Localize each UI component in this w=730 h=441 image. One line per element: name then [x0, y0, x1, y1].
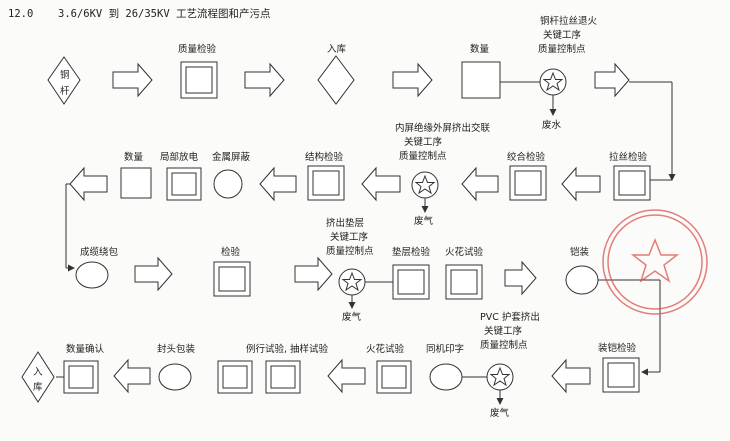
stranding-check-inner — [514, 170, 542, 196]
filler-label-2: 关键工序 — [330, 231, 369, 243]
section-number: 12.0 — [8, 8, 33, 20]
seal-pack-label: 封头包装 — [157, 343, 196, 355]
drawing-check-label: 拉丝检验 — [609, 151, 648, 163]
flow-arrow — [361, 166, 401, 202]
flow-arrow — [134, 256, 173, 292]
storage-end-label-1: 入 — [33, 367, 43, 378]
star-icon — [542, 71, 564, 92]
quality-check-inner — [185, 66, 213, 94]
flow-arrow — [113, 358, 151, 394]
copper-label-1: 铜 — [60, 69, 70, 81]
inspection-inner — [218, 266, 246, 292]
metal-shield-label: 金属屏蔽 — [212, 151, 251, 163]
annealing-label-3: 质量控制点 — [538, 43, 586, 55]
spark-test-label-1: 火花试验 — [445, 246, 484, 258]
flow-arrow — [327, 358, 366, 394]
filler-check-label: 垫层检验 — [392, 246, 431, 258]
filler-label-3: 质量控制点 — [326, 245, 374, 257]
armor-label: 铠装 — [570, 246, 590, 258]
flow-arrow — [112, 62, 153, 98]
stranding-check-box — [509, 165, 547, 201]
qty-confirm-inner — [68, 365, 94, 389]
annealing-label-1: 铜杆拉丝退火 — [540, 15, 598, 27]
storage-in-diamond — [317, 55, 355, 105]
company-seal-stamp — [602, 209, 708, 315]
storage-end-label-2: 库 — [33, 381, 43, 393]
extrusion-label-1: 内屏绝缘外屏挤出交联 — [395, 122, 491, 134]
partial-discharge-inner — [171, 172, 197, 196]
filler-label-1: 挤出垫层 — [326, 217, 364, 229]
armor-circle — [565, 265, 599, 295]
routine-test-label: 例行试验, 抽样试验 — [246, 343, 329, 355]
drawing-check-inner — [618, 170, 646, 196]
storage-end-diamond — [21, 351, 55, 403]
pvc-label-3: 质量控制点 — [480, 339, 528, 351]
copper-label-2: 杆 — [60, 85, 70, 97]
inspection-box — [213, 261, 251, 297]
routine-test-inner — [270, 365, 296, 389]
quantity-label: 数量 — [470, 43, 490, 55]
sampling-test-inner — [222, 365, 248, 389]
copper-rod-start — [47, 56, 81, 105]
diagram-title: 3.6/6KV 到 26/35KV 工艺流程图和产污点 — [58, 7, 270, 20]
flow-arrow — [244, 62, 285, 98]
extrusion-label-2: 关键工序 — [404, 136, 443, 148]
spark-test-inner-1 — [450, 269, 478, 295]
armor-check-inner — [607, 362, 635, 388]
flow-arrow — [259, 166, 297, 202]
quantity-box — [461, 61, 501, 99]
armor-check-label: 装铠检验 — [598, 342, 637, 354]
flow-arrow — [392, 62, 433, 98]
quantity-label-2: 数量 — [124, 151, 144, 163]
star-icon — [414, 174, 436, 195]
printing-circle — [429, 363, 463, 391]
waste-water-label: 废水 — [542, 119, 562, 131]
pvc-label-2: 关键工序 — [484, 325, 523, 337]
annealing-label-2: 关键工序 — [543, 29, 582, 41]
quantity-box-2 — [120, 167, 152, 199]
structure-check-box — [307, 165, 345, 201]
seal-pack-circle — [158, 363, 192, 391]
flow-arrow — [561, 166, 601, 202]
filler-check-inner — [397, 269, 425, 295]
quality-check-box — [180, 61, 218, 99]
waste-gas-label-3: 废气 — [490, 407, 510, 419]
inspection-label: 检验 — [221, 246, 241, 258]
star-icon — [341, 271, 363, 292]
partial-discharge-label: 局部放电 — [160, 151, 199, 163]
flow-arrow — [69, 166, 108, 202]
stranding-check-label: 绞合检验 — [507, 151, 546, 163]
cabling-circle — [75, 261, 109, 289]
quality-check-label: 质量检验 — [178, 43, 217, 55]
storage-in-label: 入库 — [327, 43, 347, 55]
flow-arrow — [551, 358, 591, 394]
spark-test-inner-2 — [381, 365, 407, 389]
structure-check-label: 结构检验 — [305, 151, 344, 163]
waste-gas-label-1: 废气 — [414, 215, 434, 227]
flow-arrow — [504, 260, 537, 296]
cabling-label: 成缆绕包 — [80, 246, 119, 258]
qty-confirm-label: 数量确认 — [66, 343, 105, 355]
filler-check-box — [392, 264, 430, 300]
spark-test-label-2: 火花试验 — [366, 343, 405, 355]
flow-arrow — [594, 62, 630, 98]
flow-arrow — [294, 256, 333, 292]
printing-label: 同机印字 — [426, 343, 464, 355]
drawing-check-box — [613, 165, 651, 201]
extrusion-label-3: 质量控制点 — [399, 150, 447, 162]
armor-check-box — [602, 357, 640, 393]
waste-gas-label-2: 废气 — [342, 311, 362, 323]
star-icon — [489, 366, 511, 387]
structure-check-inner — [312, 170, 340, 196]
spark-test-box-1 — [445, 264, 483, 300]
metal-shield-circle — [213, 169, 243, 199]
pvc-label-1: PVC 护套挤出 — [480, 311, 540, 323]
flow-arrow — [461, 166, 499, 202]
